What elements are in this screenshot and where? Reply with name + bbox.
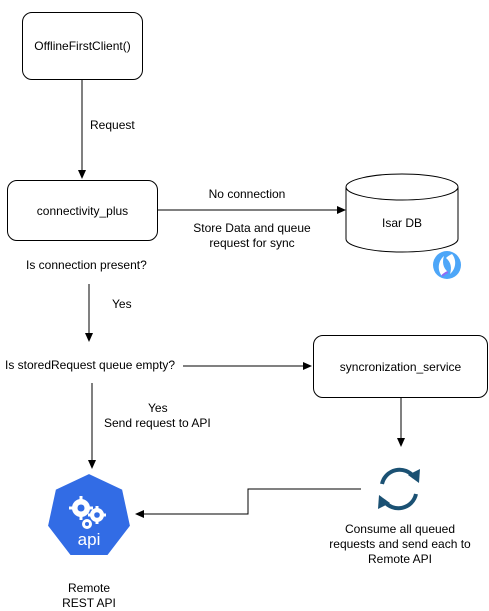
store-data-label-line1: Store Data and queue	[193, 221, 311, 235]
isar-db-label: Isar DB	[381, 216, 422, 230]
remote-rest-api-label-line2: REST API	[62, 596, 116, 610]
send-request-label: Send request to API	[104, 416, 211, 430]
remote-rest-api-label-line1: Remote	[67, 581, 111, 595]
isar-logo-icon	[433, 251, 461, 279]
arrow-sync-icon-to-api	[135, 488, 361, 518]
request-label: Request	[90, 118, 135, 132]
yes-label-1: Yes	[112, 297, 132, 311]
sync-icon	[378, 467, 420, 511]
api-icon	[45, 471, 133, 557]
connectivity-plus-node: connectivity_plus	[7, 180, 158, 241]
offline-first-client-label: OfflineFirstClient()	[34, 39, 131, 53]
consume-label-line2: requests and send each to	[329, 537, 471, 551]
syncronization-service-label: syncronization_service	[339, 359, 462, 374]
store-data-label-line2: request for sync	[209, 236, 295, 250]
isar-db-node	[345, 173, 459, 253]
consume-label-line1: Consume all queued	[344, 522, 456, 536]
is-connection-present-label: Is connection present?	[26, 258, 147, 272]
api-icon-text: api	[77, 530, 101, 549]
no-connection-label: No connection	[208, 187, 286, 201]
syncronization-service-node: syncronization_service	[313, 335, 488, 398]
consume-label-line3: Remote API	[367, 552, 433, 566]
offline-first-client-node: OfflineFirstClient()	[22, 12, 143, 80]
yes-label-2: Yes	[148, 401, 168, 415]
is-queue-empty-label: Is storedRequest queue empty?	[5, 358, 176, 372]
connectivity-plus-label: connectivity_plus	[36, 203, 129, 218]
